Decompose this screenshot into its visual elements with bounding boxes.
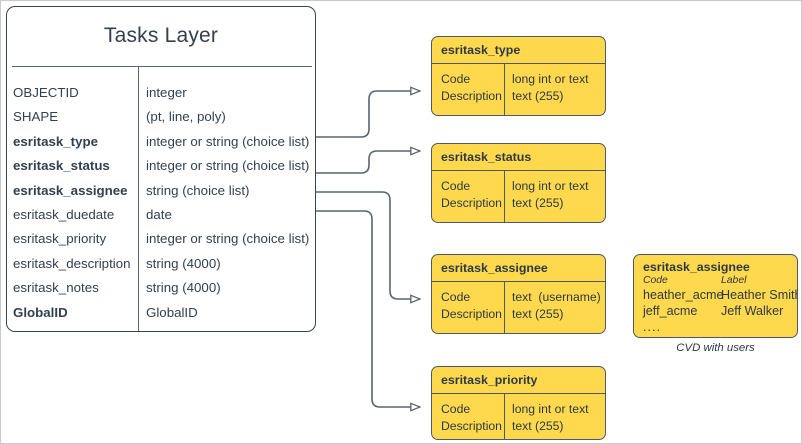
cvd-label: Jeff Walker	[721, 304, 784, 318]
field-type: (pt, line, poly)	[146, 109, 226, 125]
cvd-row: jeff_acme Jeff Walker	[643, 304, 797, 320]
field-type: integer or string (choice list)	[146, 231, 310, 247]
field-type: string (4000)	[146, 280, 221, 296]
domain-left-column: Code Description	[441, 72, 502, 103]
domain-box-esritask-priority: esritask_priority Code Description long …	[431, 366, 606, 440]
domain-right-column: text (username) text (255)	[512, 290, 601, 321]
domain-left-column: Code Description	[441, 402, 502, 433]
cvd-code: heather_acme	[643, 288, 724, 302]
field-type: string (4000)	[146, 255, 221, 271]
table-row: esritask_duedate date	[7, 207, 315, 231]
domain-header-divider	[432, 63, 605, 64]
domain-box-esritask-status: esritask_status Code Description long in…	[431, 143, 606, 223]
table-row: esritask_status integer or string (choic…	[7, 158, 315, 182]
cvd-more-indicator: ....	[643, 320, 661, 334]
field-type: integer	[146, 85, 187, 100]
table-row: esritask_priority integer or string (cho…	[7, 231, 315, 255]
cvd-sample-box: esritask_assignee Code Label heather_acm…	[633, 254, 798, 338]
cvd-caption: CVD with users	[676, 342, 755, 354]
domain-column-divider	[504, 170, 505, 222]
domain-header-divider	[432, 393, 605, 394]
cvd-row: heather_acme Heather Smith	[643, 288, 797, 304]
cvd-code: jeff_acme	[643, 304, 698, 318]
domain-title: esritask_assignee	[441, 261, 548, 275]
domain-right-column: long int or text text (255)	[512, 402, 589, 433]
domain-right-column: long int or text text (255)	[512, 179, 589, 210]
field-type: integer or string (choice list)	[146, 133, 310, 149]
domain-right-column: long int or text text (255)	[512, 72, 589, 103]
domain-left-column: Code Description	[441, 290, 502, 321]
tasks-layer-table: Tasks Layer OBJECTID integer SHAPE (pt, …	[6, 6, 316, 332]
table-row: GlobalID GlobalID	[7, 305, 315, 329]
link-esritask-priority	[316, 210, 420, 407]
field-name: esritask_type	[13, 133, 99, 149]
field-name: esritask_priority	[13, 231, 107, 247]
table-row: esritask_assignee string (choice list)	[7, 183, 315, 207]
table-row: esritask_description string (4000)	[7, 256, 315, 280]
link-esritask-status	[316, 151, 420, 174]
table-row: esritask_notes string (4000)	[7, 280, 315, 304]
domain-header-divider	[432, 170, 605, 171]
domain-column-divider	[504, 393, 505, 439]
field-type: string (choice list)	[146, 182, 250, 198]
cvd-header-label: Label	[721, 275, 747, 286]
domain-header-divider	[432, 281, 605, 282]
table-row: OBJECTID integer	[7, 85, 315, 109]
cvd-header-row: Code Label	[643, 275, 797, 288]
field-type: integer or string (choice list)	[146, 158, 310, 174]
column-divider	[138, 67, 139, 331]
link-esritask-assignee	[316, 191, 420, 299]
field-type: date	[146, 206, 172, 222]
field-name: SHAPE	[13, 109, 59, 125]
link-esritask-type	[316, 91, 420, 138]
field-type: GlobalID	[146, 304, 198, 320]
cvd-label: Heather Smith	[721, 288, 798, 302]
domain-box-esritask-assignee: esritask_assignee Code Description text …	[431, 254, 606, 334]
field-name: esritask_duedate	[13, 206, 115, 222]
domain-title: esritask_priority	[441, 373, 538, 387]
tasks-layer-title: Tasks Layer	[103, 24, 219, 47]
field-name: esritask_status	[13, 158, 110, 174]
field-name: esritask_notes	[13, 280, 99, 296]
title-divider	[12, 66, 312, 67]
domain-column-divider	[504, 63, 505, 115]
domain-title: esritask_status	[441, 150, 532, 164]
field-name: esritask_description	[13, 255, 131, 271]
table-row: SHAPE (pt, line, poly)	[7, 109, 315, 133]
cvd-title: esritask_assignee	[643, 260, 750, 274]
field-rows: OBJECTID integer SHAPE (pt, line, poly) …	[7, 85, 315, 329]
field-name: esritask_assignee	[13, 182, 128, 198]
table-row: esritask_type integer or string (choice …	[7, 134, 315, 158]
domain-box-esritask-type: esritask_type Code Description long int …	[431, 36, 606, 116]
field-name: OBJECTID	[13, 85, 79, 100]
cvd-header-code: Code	[643, 275, 668, 286]
field-name: GlobalID	[13, 304, 68, 320]
domain-left-column: Code Description	[441, 179, 502, 210]
domain-title: esritask_type	[441, 43, 521, 57]
domain-column-divider	[504, 281, 505, 333]
